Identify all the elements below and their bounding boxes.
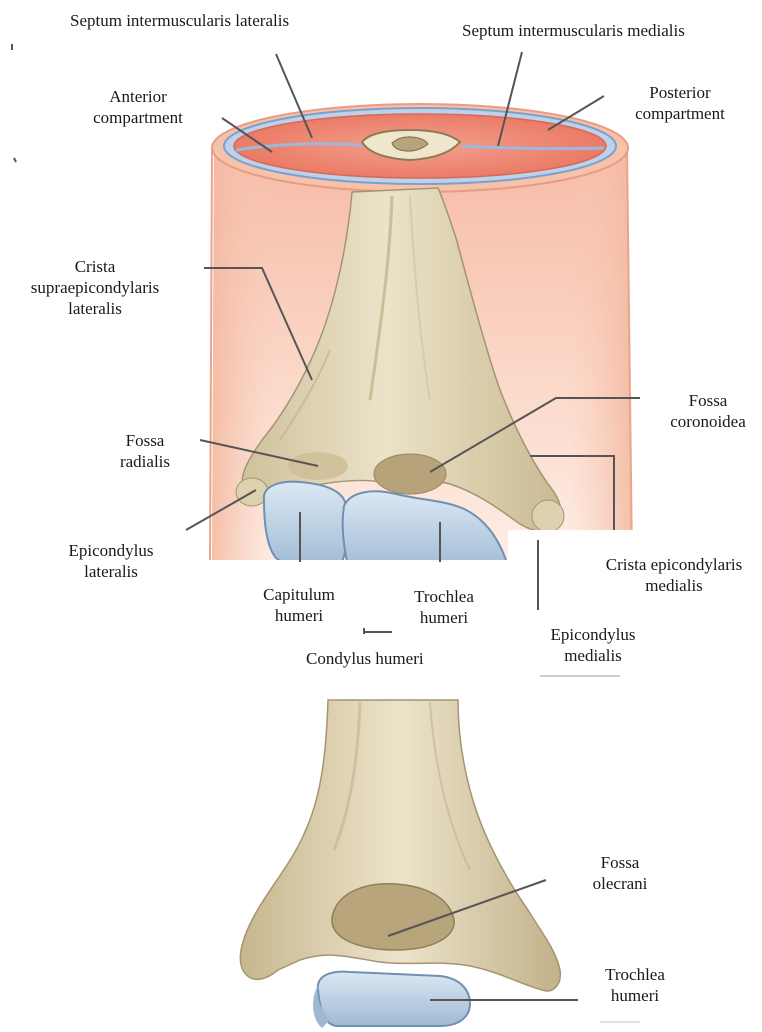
label-septum-intermuscularis-medialis: Septum intermuscularis medialis (462, 20, 685, 41)
label-crista-supraepicondylaris-lateralis: Crista supraepicondylaris lateralis (10, 256, 180, 319)
label-trochlea-humeri-posterior: Trochlea humeri (580, 964, 690, 1006)
label-epicondylus-medialis: Epicondylus medialis (528, 624, 658, 666)
label-fossa-radialis: Fossa radialis (90, 430, 200, 472)
label-capitulum-humeri: Capitulum humeri (244, 584, 354, 626)
label-fossa-olecrani: Fossa olecrani (560, 852, 680, 894)
fossa-coronoidea (374, 454, 446, 494)
label-posterior-compartment: Posterior compartment (610, 82, 750, 124)
capitulum-cartilage (264, 482, 348, 570)
label-anterior-compartment: Anterior compartment (78, 86, 198, 128)
label-trochlea-humeri-anterior: Trochlea humeri (396, 586, 492, 628)
label-crista-epicondylaris-medialis: Crista epicondylaris medialis (586, 554, 762, 596)
label-septum-intermuscularis-lateralis: Septum intermuscularis lateralis (70, 10, 289, 31)
label-condylus-humeri: Condylus humeri (306, 648, 424, 669)
label-fossa-coronoidea: Fossa coronoidea (656, 390, 760, 432)
trochlea-cartilage-posterior (318, 972, 470, 1026)
label-epicondylus-lateralis: Epicondylus lateralis (46, 540, 176, 582)
